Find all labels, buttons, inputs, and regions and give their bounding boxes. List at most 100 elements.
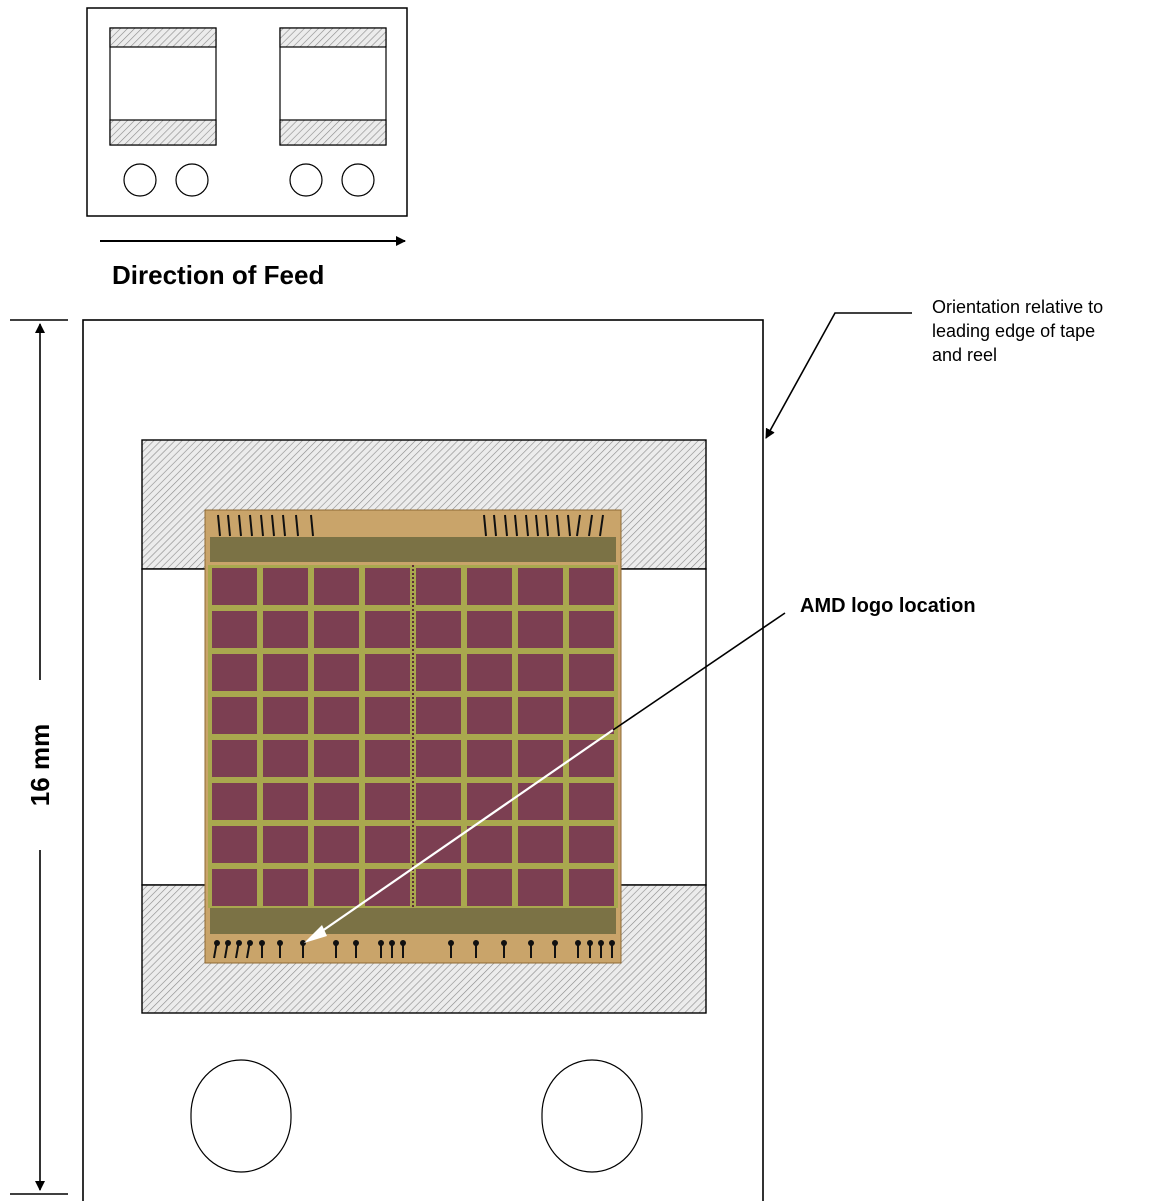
- die-memory-block: [212, 869, 257, 906]
- die-memory-block: [569, 783, 614, 820]
- bond-wire: [588, 514, 593, 537]
- die-memory-block: [467, 826, 512, 863]
- die-memory-block: [518, 654, 563, 691]
- bond-pad-dot: [473, 940, 479, 946]
- bond-wire: [249, 514, 253, 537]
- die-memory-block: [212, 611, 257, 648]
- mini-pocket-left: [109, 27, 217, 146]
- logo-leader-line-white: [311, 729, 614, 939]
- mini-tape-illustration: [86, 7, 408, 217]
- die-memory-block: [212, 826, 257, 863]
- bond-wire: [504, 514, 508, 537]
- mini-sprocket-hole: [123, 163, 157, 197]
- die-memory-block: [518, 568, 563, 605]
- logo-location-callout: AMD logo location: [304, 595, 976, 943]
- logo-leader-line-black: [612, 612, 786, 731]
- bond-pad-dot: [552, 940, 558, 946]
- die-memory-block: [365, 783, 410, 820]
- die-memory-block: [314, 654, 359, 691]
- die-memory-block: [416, 740, 461, 777]
- sprocket-hole: [541, 1059, 643, 1173]
- die-memory-block: [365, 697, 410, 734]
- die-memory-block: [467, 568, 512, 605]
- die-memory-block: [569, 611, 614, 648]
- orientation-callout: Orientation relative to leading edge of …: [765, 297, 1103, 439]
- die-memory-block: [365, 568, 410, 605]
- bond-pad-dot: [353, 940, 359, 946]
- bond-wire: [310, 514, 314, 537]
- dimension-label: 16 mm: [25, 724, 55, 806]
- bond-wire: [556, 514, 560, 537]
- die-memory-block: [314, 697, 359, 734]
- die-memory-block: [365, 740, 410, 777]
- die-memory-block: [314, 869, 359, 906]
- die-memory-block: [518, 611, 563, 648]
- die-memory-block: [263, 697, 308, 734]
- die-memory-block: [569, 826, 614, 863]
- die-memory-block: [263, 869, 308, 906]
- bond-pad-dot: [609, 940, 615, 946]
- bond-wire: [217, 514, 221, 537]
- die-memory-block: [314, 740, 359, 777]
- die-memory-block: [467, 611, 512, 648]
- bond-pad-dot: [277, 940, 283, 946]
- bond-wire: [545, 514, 549, 537]
- sprocket-hole: [190, 1059, 292, 1173]
- die-memory-block: [518, 869, 563, 906]
- bond-pad-dot: [300, 940, 306, 946]
- die-memory-block: [314, 568, 359, 605]
- die-memory-block: [263, 568, 308, 605]
- die-memory-block: [467, 783, 512, 820]
- die-chip: [204, 509, 622, 964]
- bond-pad-dot: [575, 940, 581, 946]
- die-memory-block: [518, 697, 563, 734]
- die-memory-block: [467, 869, 512, 906]
- bond-pad-dot: [259, 940, 265, 946]
- bond-wire: [525, 514, 529, 537]
- bond-pad-dot: [214, 940, 220, 946]
- bond-pad-dot: [333, 940, 339, 946]
- die-memory-block: [263, 611, 308, 648]
- die-memory-block: [212, 654, 257, 691]
- mini-pocket-right: [279, 27, 387, 146]
- bond-pad-dot: [501, 940, 507, 946]
- die-top-routing: [210, 537, 616, 562]
- mini-sprocket-hole: [289, 163, 323, 197]
- die-memory-block: [365, 826, 410, 863]
- die-memory-block: [314, 783, 359, 820]
- die-memory-block: [467, 740, 512, 777]
- die-memory-block: [263, 783, 308, 820]
- bond-wire: [514, 514, 518, 537]
- bond-wire: [535, 514, 539, 537]
- die-memory-block: [467, 697, 512, 734]
- bond-wire: [295, 514, 299, 537]
- die-memory-block: [416, 826, 461, 863]
- die-memory-block: [569, 869, 614, 906]
- bond-wire: [599, 514, 604, 537]
- die-memory-block: [416, 568, 461, 605]
- die-memory-block: [365, 654, 410, 691]
- die-memory-block: [416, 611, 461, 648]
- mini-sprocket-hole: [175, 163, 209, 197]
- die-bottom-routing: [210, 906, 616, 934]
- die-memory-block: [569, 654, 614, 691]
- die-memory-block: [212, 740, 257, 777]
- bond-wire: [483, 514, 487, 537]
- die-pad-array: [212, 568, 614, 906]
- bond-pad-dot: [389, 940, 395, 946]
- die-memory-block: [212, 568, 257, 605]
- mini-sprocket-hole: [341, 163, 375, 197]
- die-memory-block: [518, 783, 563, 820]
- bond-pad-dot: [448, 940, 454, 946]
- die-memory-block: [314, 826, 359, 863]
- bond-wire: [576, 514, 581, 537]
- die-memory-block: [518, 826, 563, 863]
- bond-wire: [282, 514, 286, 537]
- die-memory-block: [263, 826, 308, 863]
- bond-pad-dot: [247, 940, 253, 946]
- die-memory-block: [569, 697, 614, 734]
- die-memory-block: [263, 654, 308, 691]
- die-memory-block: [518, 740, 563, 777]
- bond-pad-dot: [225, 940, 231, 946]
